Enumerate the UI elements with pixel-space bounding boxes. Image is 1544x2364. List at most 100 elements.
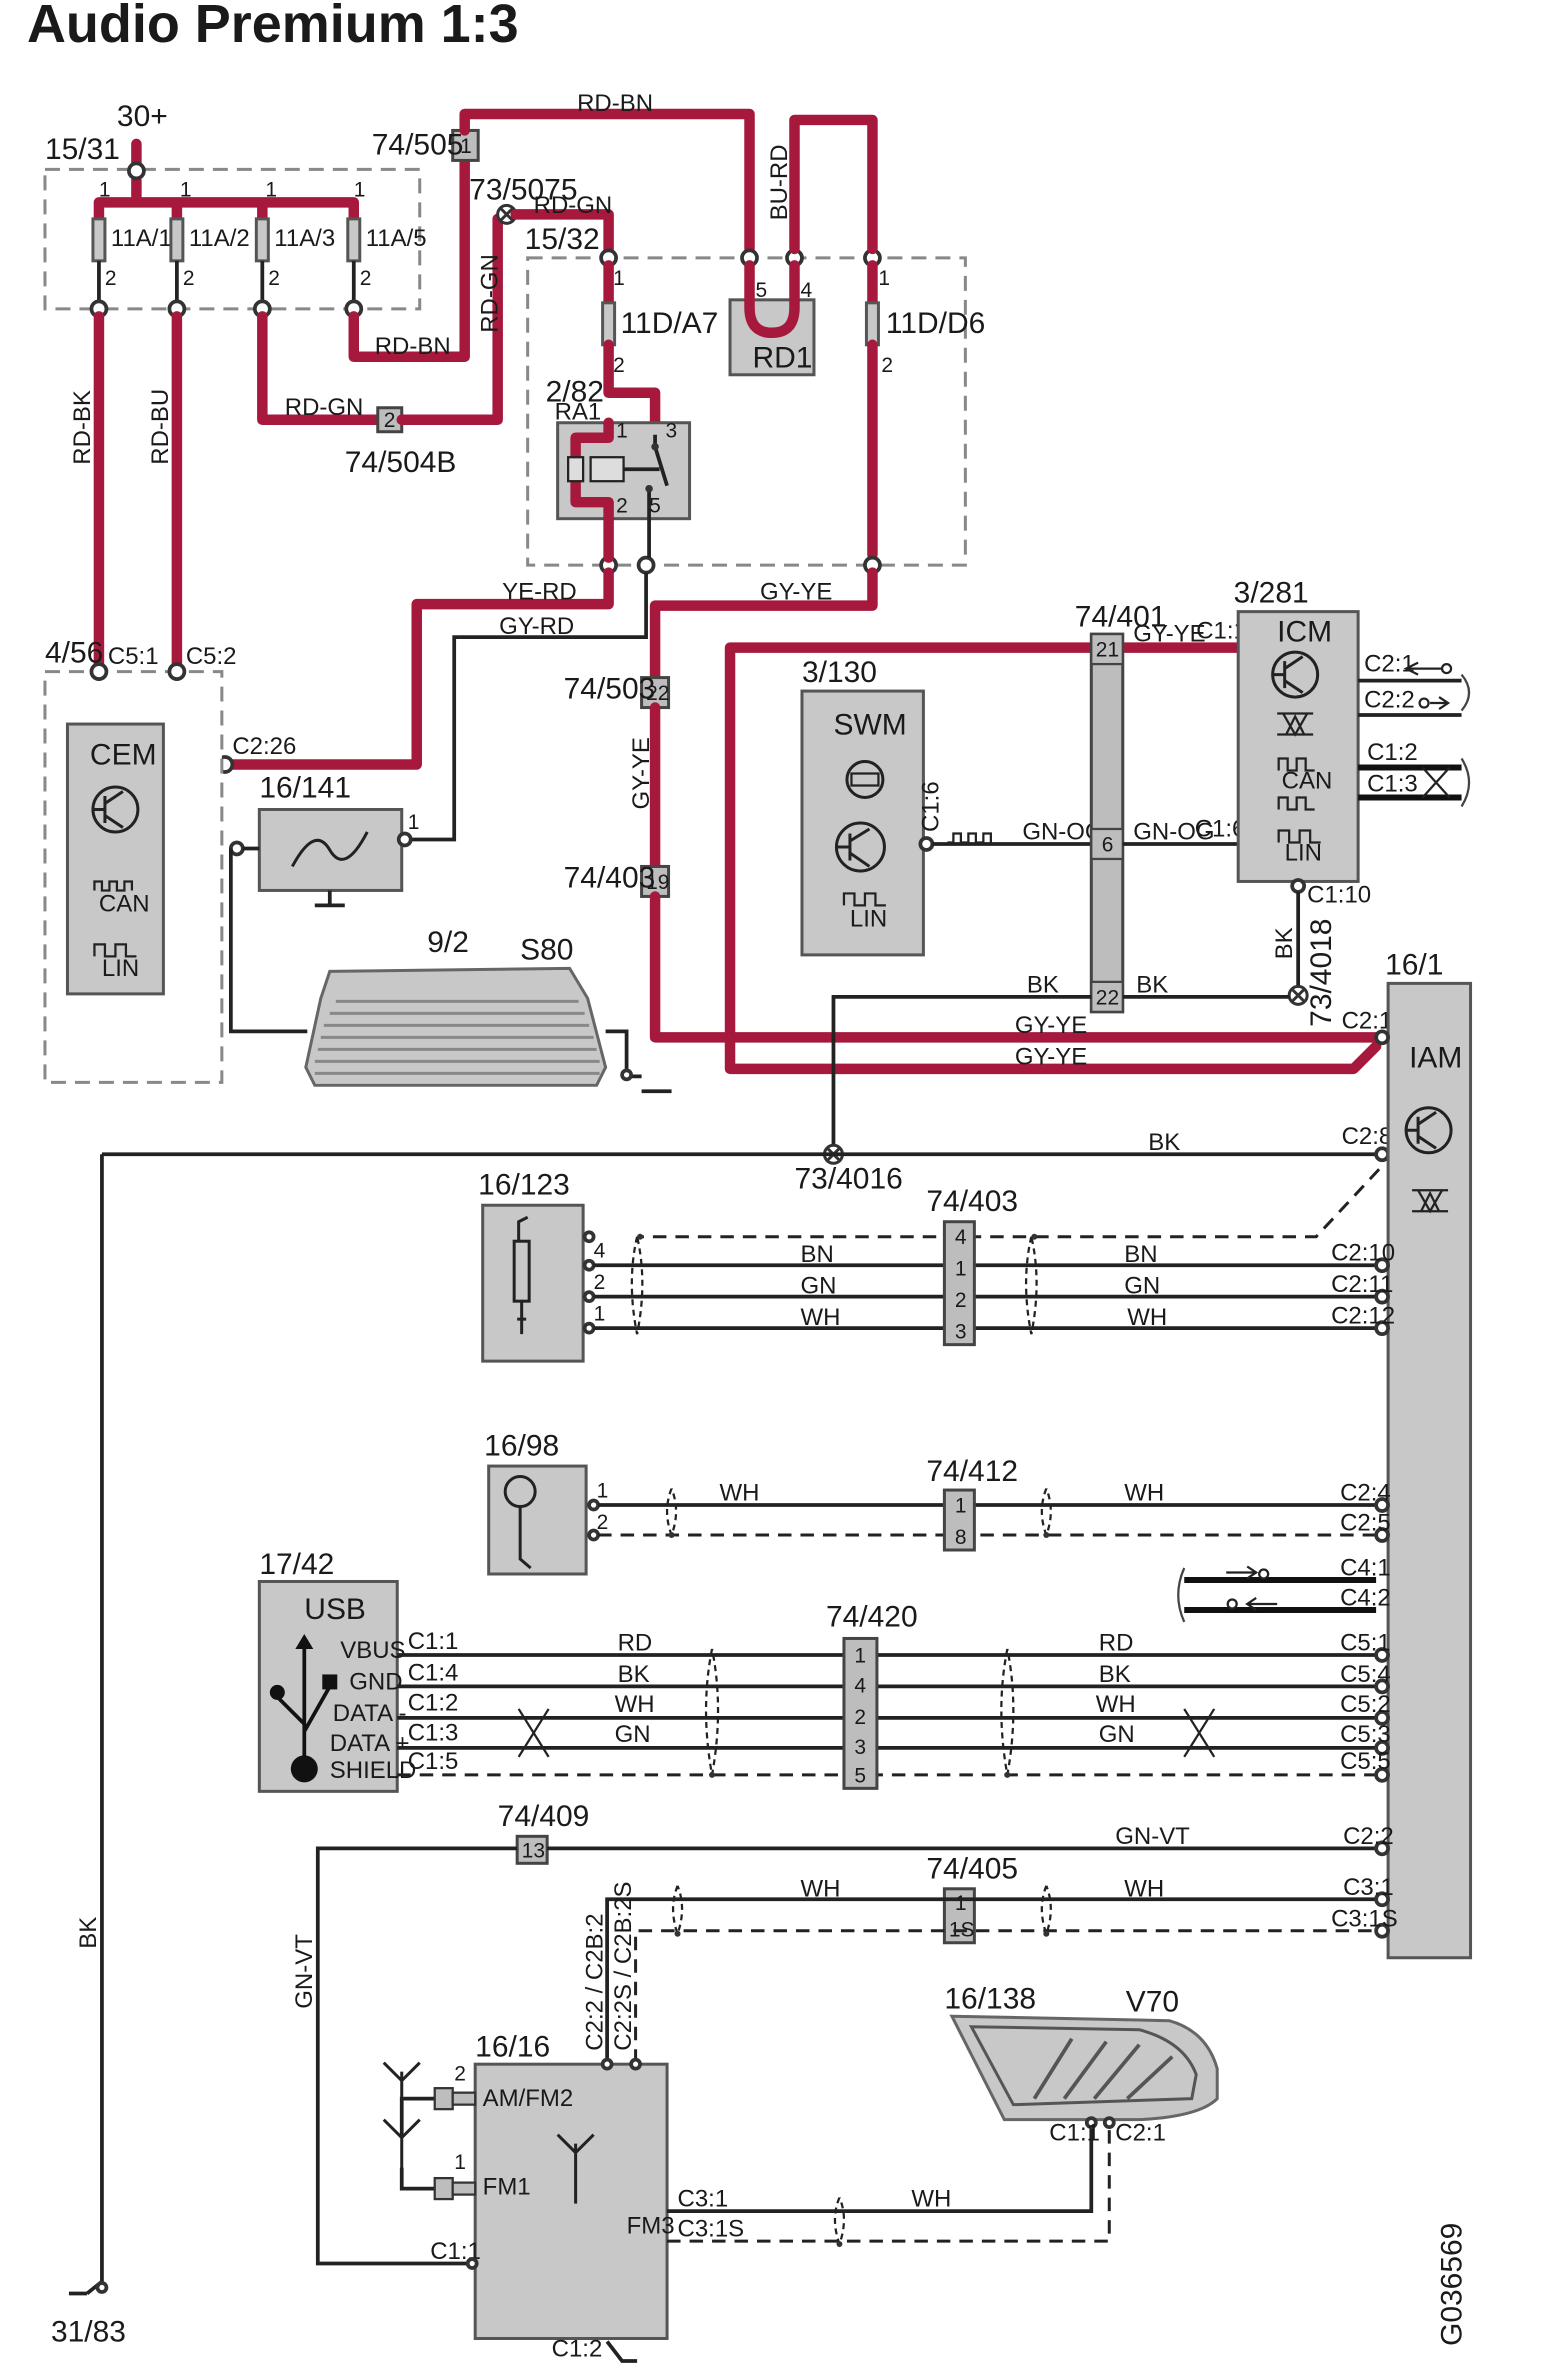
wire-gy-ye-3 (724, 642, 1382, 1075)
connector-420 (842, 1636, 879, 1790)
svg-text:73/4018: 73/4018 (1305, 919, 1338, 1027)
svg-text:BK: BK (1099, 1661, 1131, 1688)
usb-icon (269, 1633, 338, 1783)
svg-text:RD1: RD1 (753, 341, 813, 374)
svg-text:IAM: IAM (1409, 1041, 1462, 1074)
svg-text:1: 1 (180, 178, 192, 201)
svg-text:22: 22 (646, 682, 669, 705)
arrow-right-icon (1226, 1565, 1259, 1580)
svg-text:74/503: 74/503 (564, 673, 656, 706)
svg-text:74/409: 74/409 (498, 1800, 590, 1833)
drawing-id: G036569 (1436, 2223, 1469, 2346)
svg-text:CEM: CEM (90, 739, 157, 772)
transistor-icon (1404, 1106, 1453, 1155)
svg-text:C1:5: C1:5 (408, 1748, 459, 1775)
transistor-icon (834, 821, 886, 873)
arrow-left-icon (1245, 1597, 1278, 1611)
svg-text:WH: WH (1127, 1304, 1167, 1331)
svg-text:19: 19 (646, 871, 669, 894)
svg-text:74/403: 74/403 (926, 1185, 1018, 1218)
svg-text:RD: RD (1099, 1629, 1134, 1656)
wire-gy-rd (404, 572, 648, 842)
svg-text:GN-OG: GN-OG (1133, 818, 1214, 845)
svg-text:GN: GN (800, 1273, 836, 1300)
svg-text:C5:2: C5:2 (1340, 1691, 1391, 1718)
svg-text:11A/5: 11A/5 (366, 225, 427, 252)
microphone-icon (503, 1475, 537, 1570)
svg-text:WH: WH (615, 1691, 655, 1718)
svg-text:GY-RD: GY-RD (499, 613, 574, 640)
svg-text:BK: BK (1148, 1129, 1180, 1156)
svg-text:V70: V70 (1126, 1986, 1179, 2019)
side-window-antenna (949, 2014, 1219, 2122)
svg-text:GN: GN (1124, 1273, 1160, 1300)
svg-text:RD-GN: RD-GN (285, 394, 364, 421)
arrow-left-icon (1403, 661, 1443, 676)
svg-text:BU-RD: BU-RD (766, 144, 793, 220)
svg-text:15/32: 15/32 (525, 223, 600, 256)
supply-busbar (93, 138, 360, 225)
svg-text:RD-BN: RD-BN (375, 333, 451, 360)
svg-text:CAN: CAN (99, 890, 150, 917)
fuse-11a3: 11A/3 12 (254, 178, 335, 290)
svg-text:BK: BK (1271, 927, 1298, 959)
led-driver-icon (1277, 712, 1314, 737)
antenna-icon (556, 2133, 595, 2204)
svg-text:WH: WH (911, 2186, 951, 2213)
svg-text:C3:1: C3:1 (678, 2186, 729, 2213)
wire-rd-gn-1 (257, 311, 384, 425)
svg-text:5: 5 (649, 495, 661, 518)
rd1-jumper (744, 260, 800, 339)
connector-403-aux (942, 1220, 976, 1347)
svg-text:LIN: LIN (102, 955, 139, 982)
sine-wave-icon (290, 831, 369, 868)
fuse-output-leads (97, 260, 356, 300)
lin-signal-icon (1277, 829, 1321, 844)
connector-504b-label: 74/504B (345, 446, 457, 479)
svg-text:C2:1: C2:1 (1115, 2120, 1166, 2147)
svg-text:VBUS: VBUS (340, 1637, 405, 1664)
svg-text:4: 4 (800, 279, 812, 302)
wire-bu-rd (789, 114, 878, 255)
svg-text:3/130: 3/130 (802, 656, 877, 689)
svg-text:C3:1S: C3:1S (678, 2216, 745, 2243)
svg-text:GY-YE: GY-YE (628, 737, 655, 809)
wire-gy-ye-2 (649, 891, 1382, 1043)
svg-text:FM3: FM3 (627, 2213, 675, 2240)
svg-text:WH: WH (1096, 1691, 1136, 1718)
wire-rd-gn-2 (396, 213, 503, 425)
icm-module (1236, 610, 1360, 883)
svg-text:11A/2: 11A/2 (189, 225, 250, 252)
svg-text:GN: GN (615, 1721, 651, 1748)
svg-text:16/123: 16/123 (478, 1169, 570, 1202)
wire-rd-bn-1 (348, 156, 470, 363)
svg-text:SHIELD: SHIELD (330, 1757, 417, 1784)
svg-text:RD: RD (618, 1629, 653, 1656)
supply-label: 30+ (117, 100, 168, 133)
svg-text:74/403: 74/403 (564, 861, 656, 894)
svg-text:BK: BK (75, 1917, 102, 1949)
svg-text:GY-YE: GY-YE (1015, 1012, 1087, 1039)
svg-text:1: 1 (616, 420, 628, 443)
svg-text:GY-YE: GY-YE (1133, 621, 1205, 648)
svg-text:WH: WH (720, 1480, 760, 1507)
svg-text:1: 1 (854, 1644, 866, 1667)
svg-text:C5:1: C5:1 (108, 643, 159, 670)
svg-text:C2:12: C2:12 (1331, 1303, 1395, 1330)
svg-text:C1:6: C1:6 (917, 781, 944, 832)
svg-text:GN-VT: GN-VT (1115, 1823, 1190, 1850)
svg-text:RD-GN: RD-GN (477, 254, 504, 333)
svg-text:ICM: ICM (1277, 616, 1332, 649)
svg-text:C3:1S: C3:1S (1331, 1905, 1398, 1932)
svg-text:C4:1: C4:1 (1340, 1554, 1391, 1581)
transistor-icon (91, 785, 140, 834)
svg-text:WH: WH (800, 1875, 840, 1902)
svg-text:C2:2: C2:2 (1364, 687, 1415, 714)
svg-text:C1:3: C1:3 (1367, 771, 1418, 798)
svg-text:74/412: 74/412 (926, 1455, 1018, 1488)
svg-text:74/401: 74/401 (1075, 601, 1167, 634)
svg-text:16/141: 16/141 (259, 771, 351, 804)
svg-text:USB: USB (304, 1593, 366, 1626)
svg-text:22: 22 (1096, 986, 1119, 1009)
transistor-icon (1271, 650, 1320, 699)
